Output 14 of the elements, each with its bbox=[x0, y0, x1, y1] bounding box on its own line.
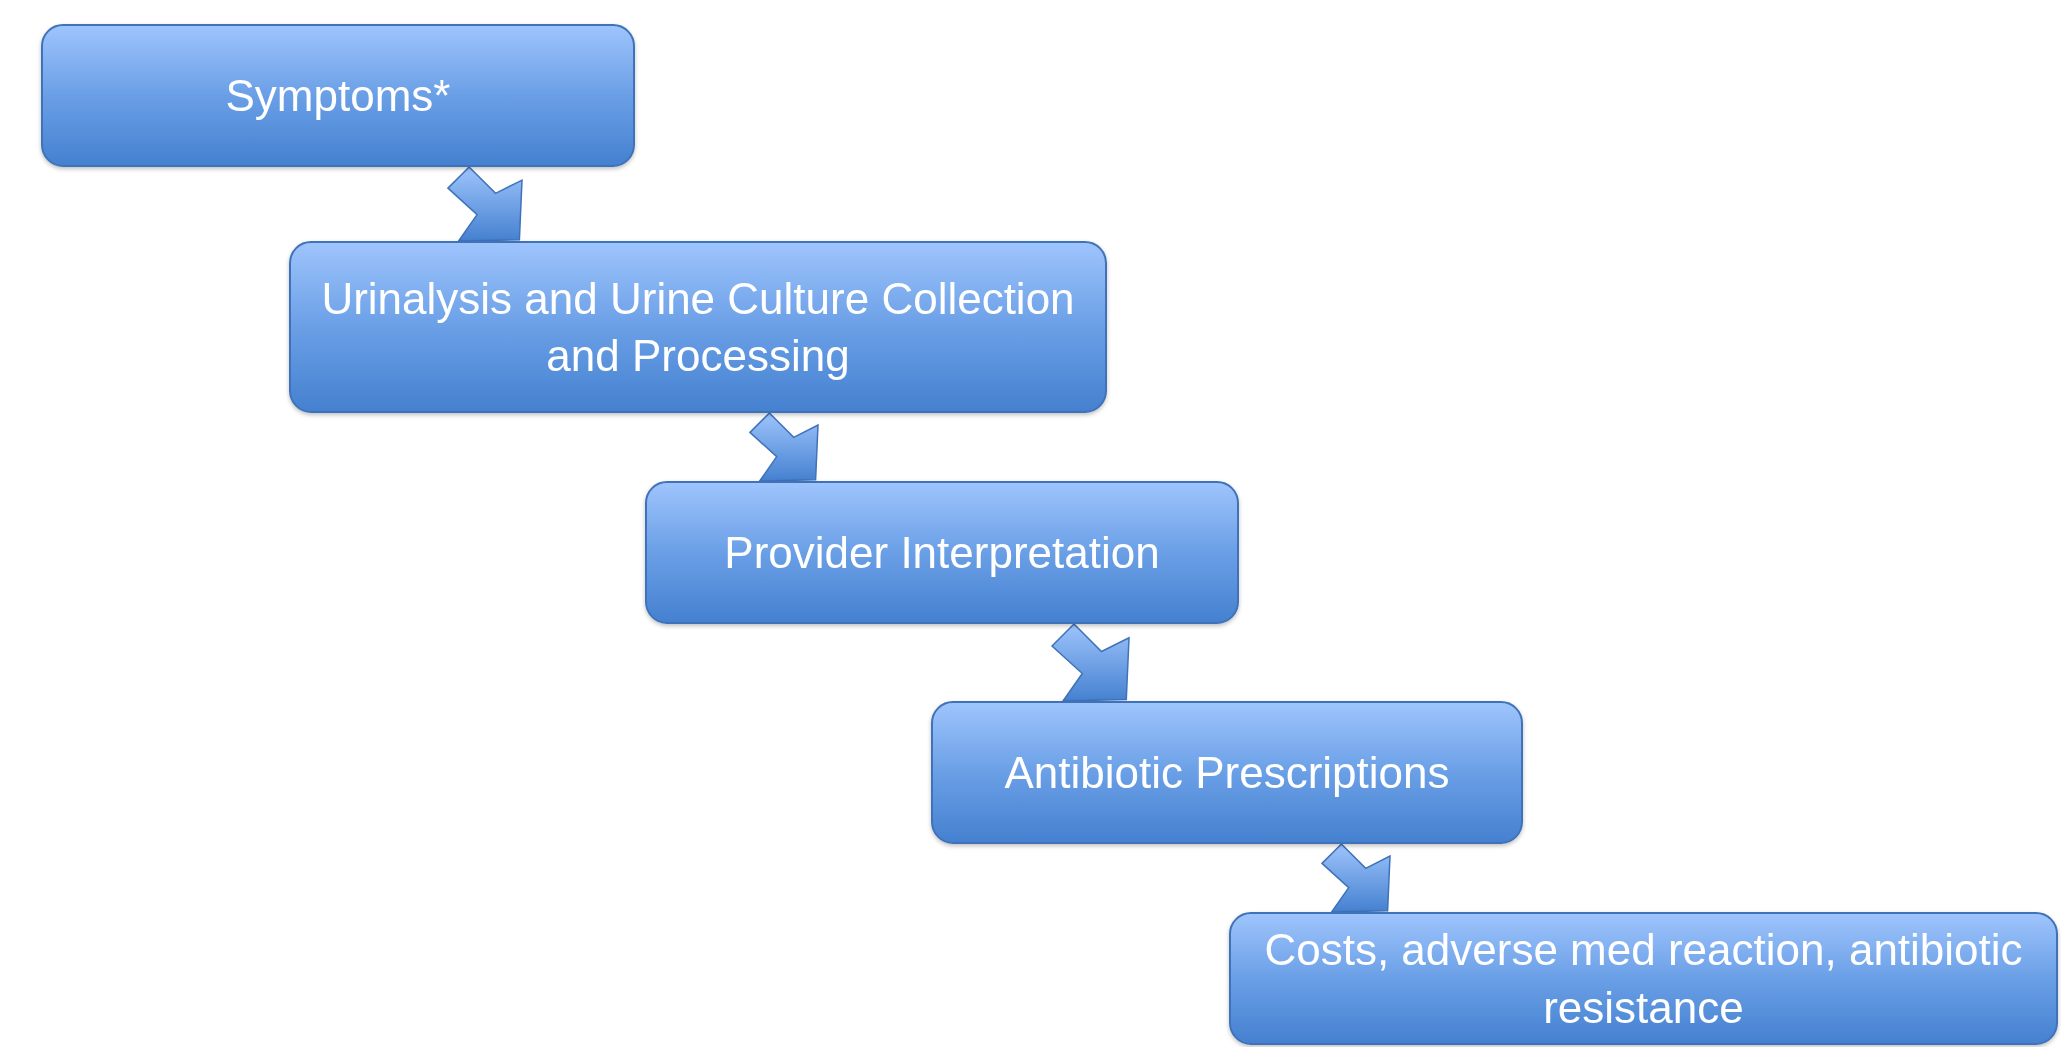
box-label: Symptoms* bbox=[224, 69, 452, 122]
process-box bbox=[645, 481, 1239, 624]
arrow bbox=[1050, 622, 1130, 702]
arrow bbox=[748, 411, 819, 482]
arrow bbox=[1320, 842, 1391, 913]
box-label: Costs, adverse med reaction, antibiotic resistance bbox=[1263, 924, 2024, 1034]
box-label: Antibiotic Prescriptions bbox=[1003, 746, 1451, 799]
process-box bbox=[1229, 912, 2058, 1045]
box-label: Urinalysis and Urine Culture Collection and Processing bbox=[320, 272, 1076, 382]
box-label: Provider Interpretation bbox=[723, 526, 1161, 579]
process-box bbox=[289, 241, 1107, 413]
process-box bbox=[41, 24, 635, 167]
arrow bbox=[446, 165, 523, 242]
process-box bbox=[931, 701, 1523, 844]
